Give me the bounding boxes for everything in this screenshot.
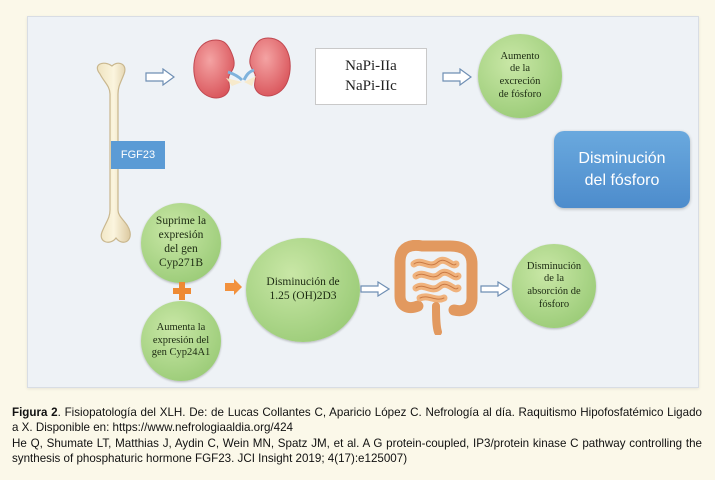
- intestine-icon: [394, 240, 478, 335]
- circle-excretion: Aumento de la excreción de fósforo: [478, 34, 562, 118]
- kidney-icon: [193, 37, 291, 99]
- result-line2: del fósforo: [584, 171, 660, 189]
- arrow-icon: [480, 281, 510, 297]
- napi-line1: NaPi-IIa: [345, 58, 397, 74]
- suppress-line3: del gen: [164, 243, 198, 255]
- arrow-icon: [145, 68, 175, 86]
- caption-text-1: . Fisiopatología del XLH. De: de Lucas C…: [12, 406, 702, 435]
- caption-label: Figura 2: [12, 406, 58, 419]
- excretion-line4: de fósforo: [498, 88, 542, 100]
- suppress-line2: expresión: [158, 229, 204, 242]
- figure-caption: Figura 2. Fisiopatología del XLH. De: de…: [12, 405, 702, 467]
- absorption-line1: Disminución: [526, 260, 582, 272]
- arrow-icon: [360, 281, 390, 297]
- circle-suppress: Suprime la expresión del gen Cyp271B: [141, 203, 221, 283]
- circle-vitd: Disminución de 1.25 (OH)2D3: [246, 238, 360, 342]
- increase-line3: gen Cyp24A1: [151, 347, 211, 359]
- plus-icon: [173, 282, 191, 300]
- napi-line2: NaPi-IIc: [345, 77, 397, 94]
- suppress-line4: Cyp271B: [158, 256, 204, 269]
- increase-line2: expresión del: [152, 334, 210, 346]
- absorption-line4: fósforo: [538, 298, 570, 310]
- phosphorus-decrease-box: Disminución del fósforo: [554, 131, 690, 208]
- absorption-line3: absorción de: [527, 286, 581, 297]
- vitd-line2: 1.25 (OH)2D3: [269, 290, 337, 302]
- caption-paragraph-1: Figura 2. Fisiopatología del XLH. De: de…: [12, 405, 702, 436]
- circle-increase: Aumenta la expresión del gen Cyp24A1: [141, 301, 221, 381]
- increase-line1: Aumenta la: [156, 322, 206, 334]
- excretion-line1: Aumento: [500, 50, 540, 62]
- caption-text-2: He Q, Shumate LT, Matthias J, Aydin C, W…: [12, 436, 702, 466]
- absorption-line2: de la: [543, 273, 565, 285]
- excretion-line2: de la: [509, 63, 531, 75]
- excretion-line3: excreción: [499, 76, 541, 87]
- arrow-icon: [442, 68, 472, 86]
- fgf23-label: FGF23: [111, 141, 165, 169]
- vitd-line1: Disminución de: [266, 276, 340, 289]
- napi-box: NaPi-IIa NaPi-IIc: [315, 48, 427, 105]
- result-line1: Disminución: [578, 149, 666, 167]
- suppress-line1: Suprime la: [155, 215, 207, 228]
- arrow-icon: [225, 279, 242, 295]
- circle-absorption: Disminución de la absorción de fósforo: [512, 244, 596, 328]
